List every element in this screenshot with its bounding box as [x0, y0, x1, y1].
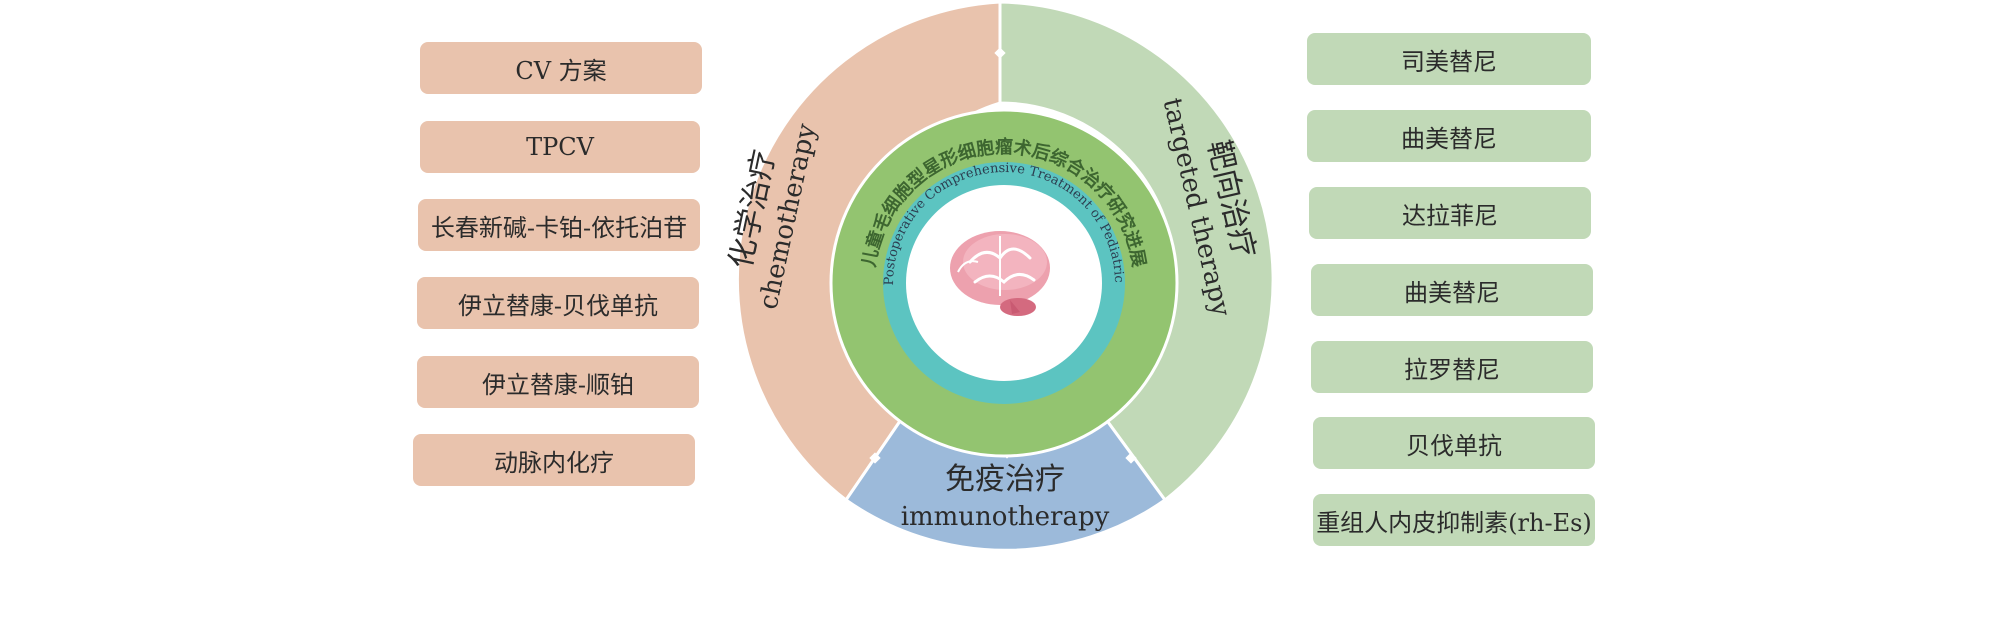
- chemo-item-6: 动脉内化疗: [413, 434, 695, 486]
- immunotherapy-label: 免疫治疗 immunotherapy: [901, 462, 1110, 532]
- divider-marker: [994, 47, 1006, 59]
- targeted-item-3: 达拉菲尼: [1309, 187, 1591, 239]
- brain-icon: [950, 231, 1050, 316]
- targeted-item-4: 曲美替尼: [1311, 264, 1593, 316]
- chemo-item-2: TPCV: [420, 121, 700, 173]
- targeted-item-2: 曲美替尼: [1307, 110, 1591, 162]
- targeted-item-6: 贝伐单抗: [1313, 417, 1595, 469]
- chemo-item-4: 伊立替康-贝伐单抗: [417, 277, 699, 329]
- targeted-item-1: 司美替尼: [1307, 33, 1591, 85]
- svg-text:immunotherapy: immunotherapy: [901, 502, 1110, 532]
- divider-marker: [869, 452, 881, 464]
- targeted-item-5: 拉罗替尼: [1311, 341, 1593, 393]
- chemo-item-5: 伊立替康-顺铂: [417, 356, 699, 408]
- svg-text:免疫治疗: 免疫治疗: [945, 462, 1065, 497]
- targeted-item-7: 重组人内皮抑制素(rh-Es): [1313, 494, 1595, 546]
- chemo-item-3: 长春新碱-卡铂-依托泊苷: [418, 199, 700, 251]
- divider-marker: [1125, 452, 1137, 464]
- targeted-therapy-segment: [998, 0, 1275, 503]
- chemo-item-1: CV 方案: [420, 42, 702, 94]
